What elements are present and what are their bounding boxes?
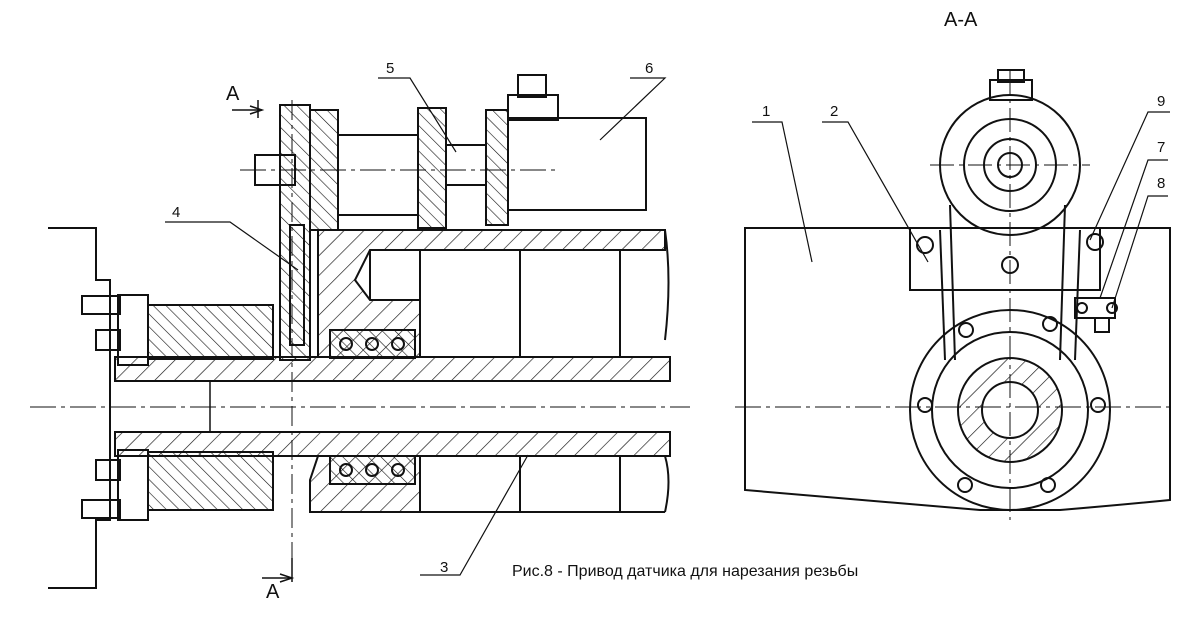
callout-8: 8	[1157, 175, 1166, 192]
callout-9: 9	[1157, 93, 1166, 110]
callout-2: 2	[830, 103, 839, 120]
figure-caption: Рис.8 - Привод датчика для нарезания рез…	[512, 563, 859, 580]
main-section-view	[30, 74, 690, 589]
cut-mark-top: А	[226, 83, 240, 105]
callout-4: 4	[172, 204, 181, 221]
callout-3: 3	[440, 559, 449, 576]
callout-7: 7	[1157, 139, 1166, 156]
leader-lines-left	[165, 77, 667, 576]
callout-6: 6	[645, 60, 654, 77]
callout-1: 1	[762, 103, 771, 120]
section-aa-view	[735, 69, 1175, 520]
callout-5: 5	[386, 60, 395, 77]
leader-lines-right	[752, 111, 1170, 309]
cut-mark-bottom: А	[266, 581, 280, 603]
section-title: А-А	[944, 9, 978, 31]
